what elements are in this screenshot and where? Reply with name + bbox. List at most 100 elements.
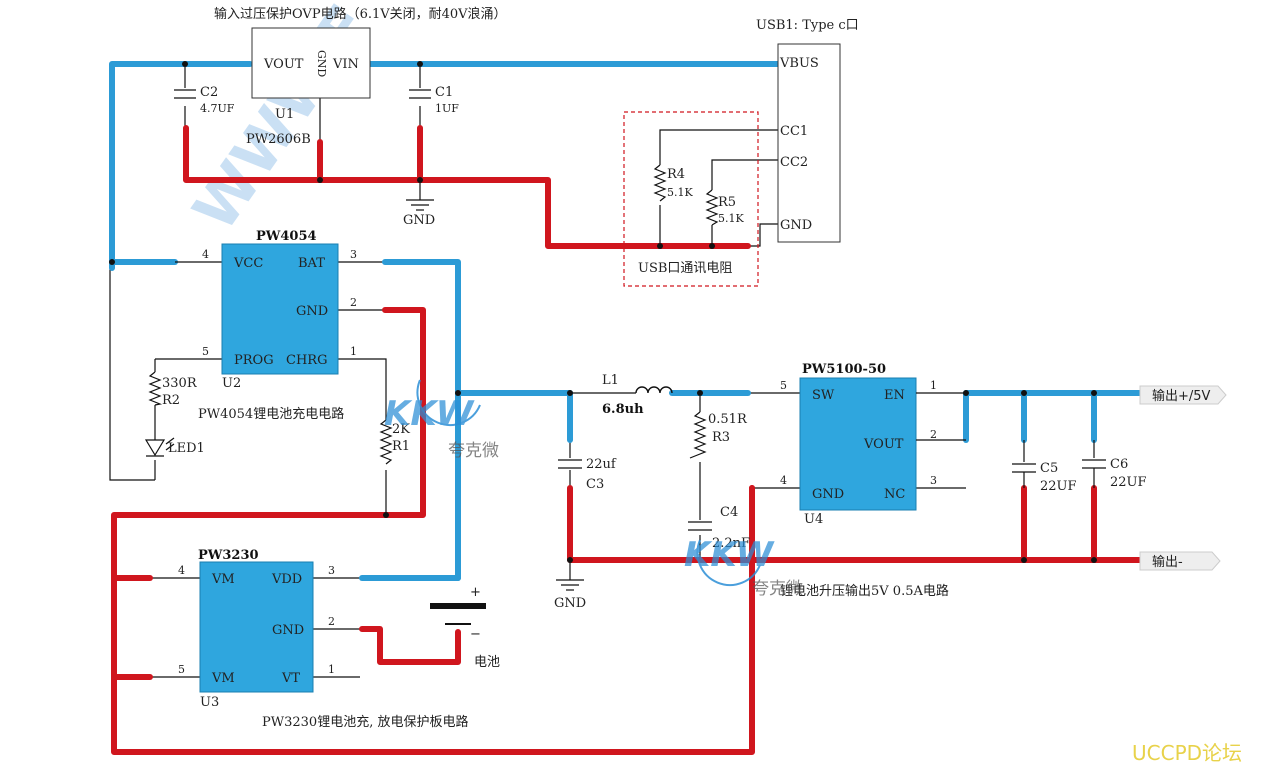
usb-pin-cc1: CC1 bbox=[780, 124, 808, 139]
u1-pin-vin: VIN bbox=[332, 57, 359, 72]
output-negative-port bbox=[1139, 551, 1221, 571]
u4-pin-en: EN bbox=[884, 388, 905, 403]
u3-pin-vm2: VM bbox=[211, 671, 235, 686]
u2-part: PW4054 bbox=[256, 229, 317, 244]
u2-pin-chrg: CHRG bbox=[286, 353, 327, 368]
u4-part: PW5100-50 bbox=[802, 362, 886, 377]
svg-text:夸克微: 夸克微 bbox=[752, 579, 803, 599]
u2-pinnum-chrg: 1 bbox=[350, 345, 357, 358]
charger-title: PW4054锂电池充电电路 bbox=[198, 406, 344, 422]
usb-title: USB1: Type c口 bbox=[756, 18, 859, 33]
u1-chip bbox=[251, 27, 371, 99]
u2-pinnum-vcc: 4 bbox=[202, 248, 209, 261]
l1-ref: L1 bbox=[602, 373, 619, 388]
u1-pin-vout: VOUT bbox=[263, 57, 304, 72]
u3-part: PW3230 bbox=[198, 548, 259, 563]
u4-chip bbox=[799, 377, 917, 511]
c1-ref: C1 bbox=[435, 85, 453, 100]
u4-pinnum-vout: 2 bbox=[930, 428, 937, 441]
usb-res-box bbox=[623, 111, 759, 287]
u2-pin-prog: PROG bbox=[234, 353, 274, 368]
u2-chip bbox=[221, 243, 339, 375]
r3-value: 0.51R bbox=[708, 412, 748, 427]
u4-pin-gnd: GND bbox=[812, 487, 844, 502]
boost-title: 锂电池升压输出5V 0.5A电路 bbox=[780, 583, 949, 599]
u1-ref: U1 bbox=[275, 107, 294, 122]
r4-value: 5.1K bbox=[667, 186, 693, 199]
r4-ref: R4 bbox=[667, 167, 685, 182]
u4-pin-vout: VOUT bbox=[863, 437, 904, 452]
l1-value: 6.8uh bbox=[602, 402, 644, 417]
r1-ref: R1 bbox=[392, 439, 410, 454]
u3-pin-vdd: VDD bbox=[271, 572, 302, 587]
protect-title: PW3230锂电池充, 放电保护板电路 bbox=[262, 714, 468, 730]
ground-symbol-top bbox=[406, 199, 434, 211]
gnd-label-top: GND bbox=[403, 213, 435, 228]
u4-pinnum-sw: 5 bbox=[780, 379, 787, 392]
u3-chip bbox=[199, 561, 314, 693]
output-negative-label: 输出- bbox=[1152, 554, 1183, 570]
u3-pinnum-vm2: 5 bbox=[178, 663, 185, 676]
battery-minus: − bbox=[470, 627, 481, 642]
svg-text:KKW: KKW bbox=[684, 535, 775, 575]
battery-icon bbox=[430, 603, 486, 625]
u2-ref: U2 bbox=[222, 376, 241, 391]
u3-pin-gnd: GND bbox=[272, 623, 304, 638]
u2-pin-gnd: GND bbox=[296, 304, 328, 319]
u3-pin-vm1: VM bbox=[211, 572, 235, 587]
c3-ref: C3 bbox=[586, 477, 604, 492]
r5-value: 5.1K bbox=[718, 212, 744, 225]
c5-ref: C5 bbox=[1040, 461, 1058, 476]
c1-value: 1UF bbox=[435, 102, 459, 115]
r2-ref: R2 bbox=[162, 393, 180, 408]
u2-pinnum-prog: 5 bbox=[202, 345, 209, 358]
u4-pinnum-en: 1 bbox=[930, 379, 937, 392]
forum-watermark: UCCPD论坛 bbox=[1132, 741, 1242, 765]
svg-text:夸克微: 夸克微 bbox=[448, 441, 499, 461]
output-positive-label: 输出+/5V bbox=[1152, 388, 1211, 404]
svg-text:KKW: KKW bbox=[384, 394, 475, 434]
gnd-label-bottom: GND bbox=[554, 596, 586, 611]
led1-icon bbox=[144, 437, 175, 457]
u4-pin-sw: SW bbox=[812, 388, 835, 403]
u2-pinnum-bat: 3 bbox=[350, 248, 357, 261]
ground-symbol-bottom bbox=[556, 579, 584, 591]
c4-ref: C4 bbox=[720, 505, 738, 520]
c4-value: 2.2nF bbox=[712, 536, 750, 551]
u2-pin-vcc: VCC bbox=[233, 256, 263, 271]
battery-label: 电池 bbox=[474, 655, 500, 670]
c6-value: 22UF bbox=[1110, 475, 1147, 490]
c6-ref: C6 bbox=[1110, 457, 1128, 472]
r5-ref: R5 bbox=[718, 195, 736, 210]
u3-pin-vt: VT bbox=[281, 671, 300, 686]
u4-pinnum-nc: 3 bbox=[930, 474, 937, 487]
u4-ref: U4 bbox=[804, 512, 823, 527]
c2-ref: C2 bbox=[200, 85, 218, 100]
u2-pinnum-gnd: 2 bbox=[350, 296, 357, 309]
ovp-title: 输入过压保护OVP电路（6.1V关闭，耐40V浪涌） bbox=[214, 6, 507, 22]
usb-pin-vbus: VBUS bbox=[779, 56, 819, 71]
u1-part: PW2606B bbox=[246, 132, 311, 147]
u2-pin-bat: BAT bbox=[298, 256, 325, 271]
r2-value: 330R bbox=[162, 376, 198, 391]
kkw-logo-2: KKW 夸克微 bbox=[684, 535, 803, 599]
u3-pinnum-vm1: 4 bbox=[178, 564, 185, 577]
led1-ref: LED1 bbox=[168, 441, 205, 456]
usb-pin-gnd: GND bbox=[780, 218, 812, 233]
u3-pinnum-vdd: 3 bbox=[328, 564, 335, 577]
usb-pin-cc2: CC2 bbox=[780, 155, 808, 170]
c3-value: 22uf bbox=[586, 457, 617, 472]
usb-res-title: USB口通讯电阻 bbox=[638, 261, 732, 276]
u4-pinnum-gnd: 4 bbox=[780, 474, 787, 487]
battery-plus: + bbox=[470, 585, 481, 600]
u3-pinnum-vt: 1 bbox=[328, 663, 335, 676]
output-positive-port bbox=[1139, 385, 1227, 405]
u4-pin-nc: NC bbox=[884, 487, 905, 502]
r1-value: 2K bbox=[392, 422, 410, 437]
u1-pin-gnd: GND bbox=[315, 50, 328, 77]
u3-pinnum-gnd: 2 bbox=[328, 615, 335, 628]
r3-ref: R3 bbox=[712, 430, 730, 445]
l1-inductor bbox=[635, 386, 673, 394]
c5-value: 22UF bbox=[1040, 479, 1077, 494]
